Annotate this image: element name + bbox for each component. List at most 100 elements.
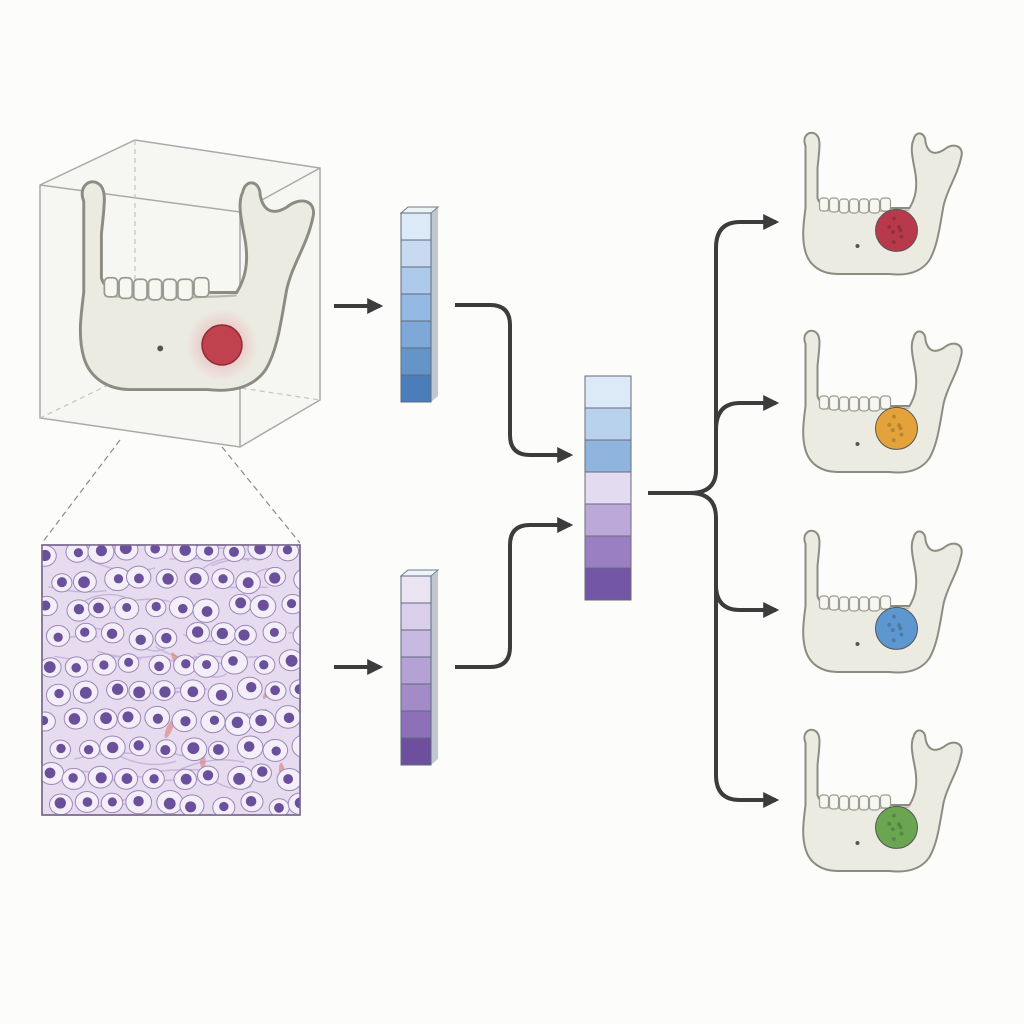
output-branch-arrows [648, 214, 780, 808]
cell-nucleus [233, 772, 246, 785]
cell-nucleus [122, 602, 132, 612]
lesion-texture [897, 423, 902, 428]
lesion-texture [891, 216, 896, 221]
cell-nucleus [270, 685, 280, 696]
cell-nucleus [254, 545, 266, 555]
cell-nucleus [42, 549, 51, 562]
tissue-cell [287, 792, 300, 815]
cell-nucleus [161, 632, 172, 644]
cell-nucleus [181, 659, 191, 669]
cell-nucleus [53, 632, 63, 642]
fused-feature-vector [584, 375, 632, 601]
cell-nucleus [100, 712, 112, 725]
cell-nucleus [106, 628, 118, 639]
cell-nucleus [202, 770, 214, 781]
cell-nucleus [163, 797, 176, 810]
tissue-cell [293, 569, 300, 590]
cell-nucleus [209, 715, 220, 725]
cell-nucleus [294, 797, 300, 809]
blood-cell-streak [164, 719, 175, 738]
cell-nucleus [54, 797, 66, 809]
cell-nucleus [160, 745, 171, 756]
vector-side-face [431, 207, 438, 402]
cell-nucleus [218, 574, 228, 584]
cell-nucleus [135, 634, 146, 646]
cell-nucleus [119, 545, 132, 555]
cell-nucleus [229, 546, 240, 557]
imaging-feature-vector [399, 206, 440, 403]
fused-vector-cell [584, 535, 632, 569]
cell-nucleus [238, 629, 250, 641]
cell-nucleus [44, 767, 56, 779]
cell-nucleus [185, 801, 197, 813]
lesion-texture [899, 432, 904, 437]
cell-nucleus [300, 628, 312, 640]
cell-nucleus [79, 686, 92, 699]
lesion-texture [891, 414, 896, 419]
cell-nucleus [283, 774, 294, 784]
lesion-texture [899, 831, 904, 836]
cell-nucleus [243, 741, 255, 752]
cell-nucleus [56, 577, 67, 588]
histology-to-fusion-arrow [455, 517, 574, 669]
lesion-texture [890, 628, 895, 633]
tissue-cell [291, 735, 300, 758]
mandible-lesion-blue [802, 529, 963, 674]
cell-nucleus [203, 546, 214, 556]
vector-cell [400, 710, 432, 739]
cell-nucleus [122, 711, 134, 723]
cell-nucleus [80, 627, 90, 637]
stroma-fiber [180, 759, 245, 770]
lesion-texture [887, 422, 892, 427]
lesion-texture [898, 426, 903, 431]
cell-nucleus [201, 606, 213, 617]
cell-nucleus [259, 660, 269, 670]
cell-nucleus [68, 713, 81, 725]
lesion-texture [897, 623, 902, 628]
cell-nucleus [154, 661, 164, 672]
cell-nucleus [150, 545, 161, 554]
tissue-cell [292, 625, 300, 646]
fused-vector-cell [584, 375, 632, 409]
lesion-texture [897, 822, 902, 827]
cell-nucleus [219, 801, 229, 812]
cell-nucleus [202, 659, 212, 670]
lesion-texture [890, 230, 895, 235]
cell-nucleus [235, 597, 247, 609]
lesion-texture [898, 626, 903, 631]
imaging-volume [39, 139, 321, 448]
vector-side-face [431, 570, 438, 765]
cell-nucleus [269, 627, 279, 637]
cell-nucleus [179, 545, 191, 556]
zoom-connector [41, 439, 301, 544]
lesion-texture [887, 224, 892, 229]
cell-nucleus [134, 573, 144, 584]
fused-vector-cell [584, 471, 632, 505]
mandible-3d-icon [78, 180, 316, 392]
cell-nucleus [180, 716, 191, 727]
cell-nucleus [54, 688, 64, 699]
cell-nucleus [216, 627, 228, 640]
fused-vector-cell [584, 567, 632, 601]
lesion-texture [890, 827, 895, 832]
cell-nucleus [95, 772, 107, 784]
cell-nucleus [78, 576, 90, 589]
cell-nucleus [99, 660, 109, 670]
lesion-mark [875, 406, 918, 450]
cell-nucleus [68, 773, 78, 783]
cell-nucleus [257, 766, 268, 777]
cell-nucleus [269, 572, 281, 584]
cell-nucleus [152, 713, 163, 724]
vector-cell [400, 347, 432, 376]
cell-nucleus [42, 715, 49, 726]
lesion-mark [201, 324, 243, 366]
cell-nucleus [159, 686, 171, 698]
cell-nucleus [213, 744, 224, 755]
cell-nucleus [274, 802, 284, 813]
cell-nucleus [107, 741, 119, 754]
cell-nucleus [192, 626, 204, 638]
vector-cell [400, 293, 432, 322]
cell-nucleus [121, 773, 133, 784]
lesion-mark [875, 606, 918, 650]
